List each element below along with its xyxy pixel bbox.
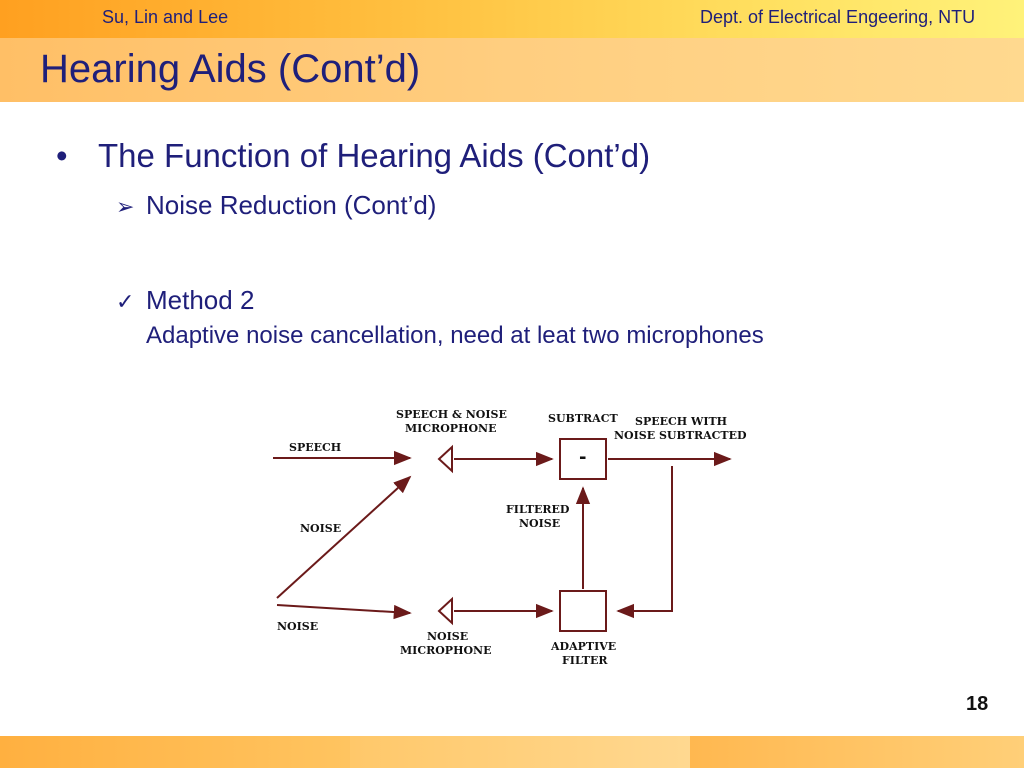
noise-bottom-arrow (276, 604, 412, 620)
bullet-text: The Function of Hearing Aids (Cont’d) (98, 137, 651, 174)
sub-bullet-method-2: ✓ Method 2 (116, 285, 254, 316)
sub-bullet-noise-reduction: ➢ Noise Reduction (Cont’d) (116, 190, 436, 221)
footer-right-band (690, 736, 1024, 768)
top-mic-label-line1: SPEECH & NOISE (396, 408, 507, 421)
speech-noise-microphone-icon (437, 444, 453, 474)
bullet-function-of-hearing-aids: • The Function of Hearing Aids (Cont’d) (56, 137, 650, 175)
footer-left-band (0, 736, 350, 768)
adaptive-filter-box (559, 590, 607, 632)
title-band (0, 38, 1024, 102)
noise-microphone-icon (437, 596, 453, 626)
filtered-label-line1: FILTERED (506, 503, 570, 516)
title-stripe (0, 0, 1024, 38)
top-mic-label-line2: MICROPHONE (405, 422, 497, 435)
arrow-bullet-icon: ➢ (116, 194, 135, 219)
footer-middle-band (350, 736, 690, 768)
subtract-box (559, 438, 607, 480)
noise-diagonal-label: NOISE (300, 522, 341, 535)
adaptive-label-line1: ADAPTIVE (550, 640, 616, 653)
subtract-symbol: - (579, 447, 586, 468)
sub-bullet-text: Noise Reduction (Cont’d) (146, 190, 437, 220)
subtract-label: SUBTRACT (548, 412, 618, 425)
bullet-dot-icon: • (56, 137, 68, 174)
output-label-line1: SPEECH WITH (635, 415, 727, 428)
output-label-line2: NOISE SUBTRACTED (614, 429, 747, 442)
method-2-description: Adaptive noise cancellation, need at lea… (146, 322, 764, 349)
page-number: 18 (966, 693, 989, 715)
sub-bullet-text: Method 2 (146, 285, 255, 315)
adaptive-noise-cancellation-diagram: SPEECH NOISE NOISE SPEECH & NOISE MICROP… (273, 408, 747, 667)
speech-label: SPEECH (289, 441, 341, 454)
footer-bar (0, 736, 1024, 768)
bottom-mic-label-line2: MICROPHONE (400, 644, 492, 657)
noise-diagonal-arrow (276, 475, 412, 599)
bottom-mic-label-line1: NOISE (427, 630, 468, 643)
checkmark-icon: ✓ (116, 289, 135, 314)
slide-title: Hearing Aids (Cont’d) (40, 47, 421, 91)
filtered-label-line2: NOISE (519, 517, 560, 530)
feedback-path (616, 466, 673, 619)
title-bar (0, 0, 1024, 102)
noise-bottom-label: NOISE (277, 620, 318, 633)
adaptive-label-line2: FILTER (562, 654, 608, 667)
footer-authors: Su, Lin and Lee (102, 7, 229, 27)
footer-department: Dept. of Electrical Engeering, NTU (700, 7, 976, 27)
